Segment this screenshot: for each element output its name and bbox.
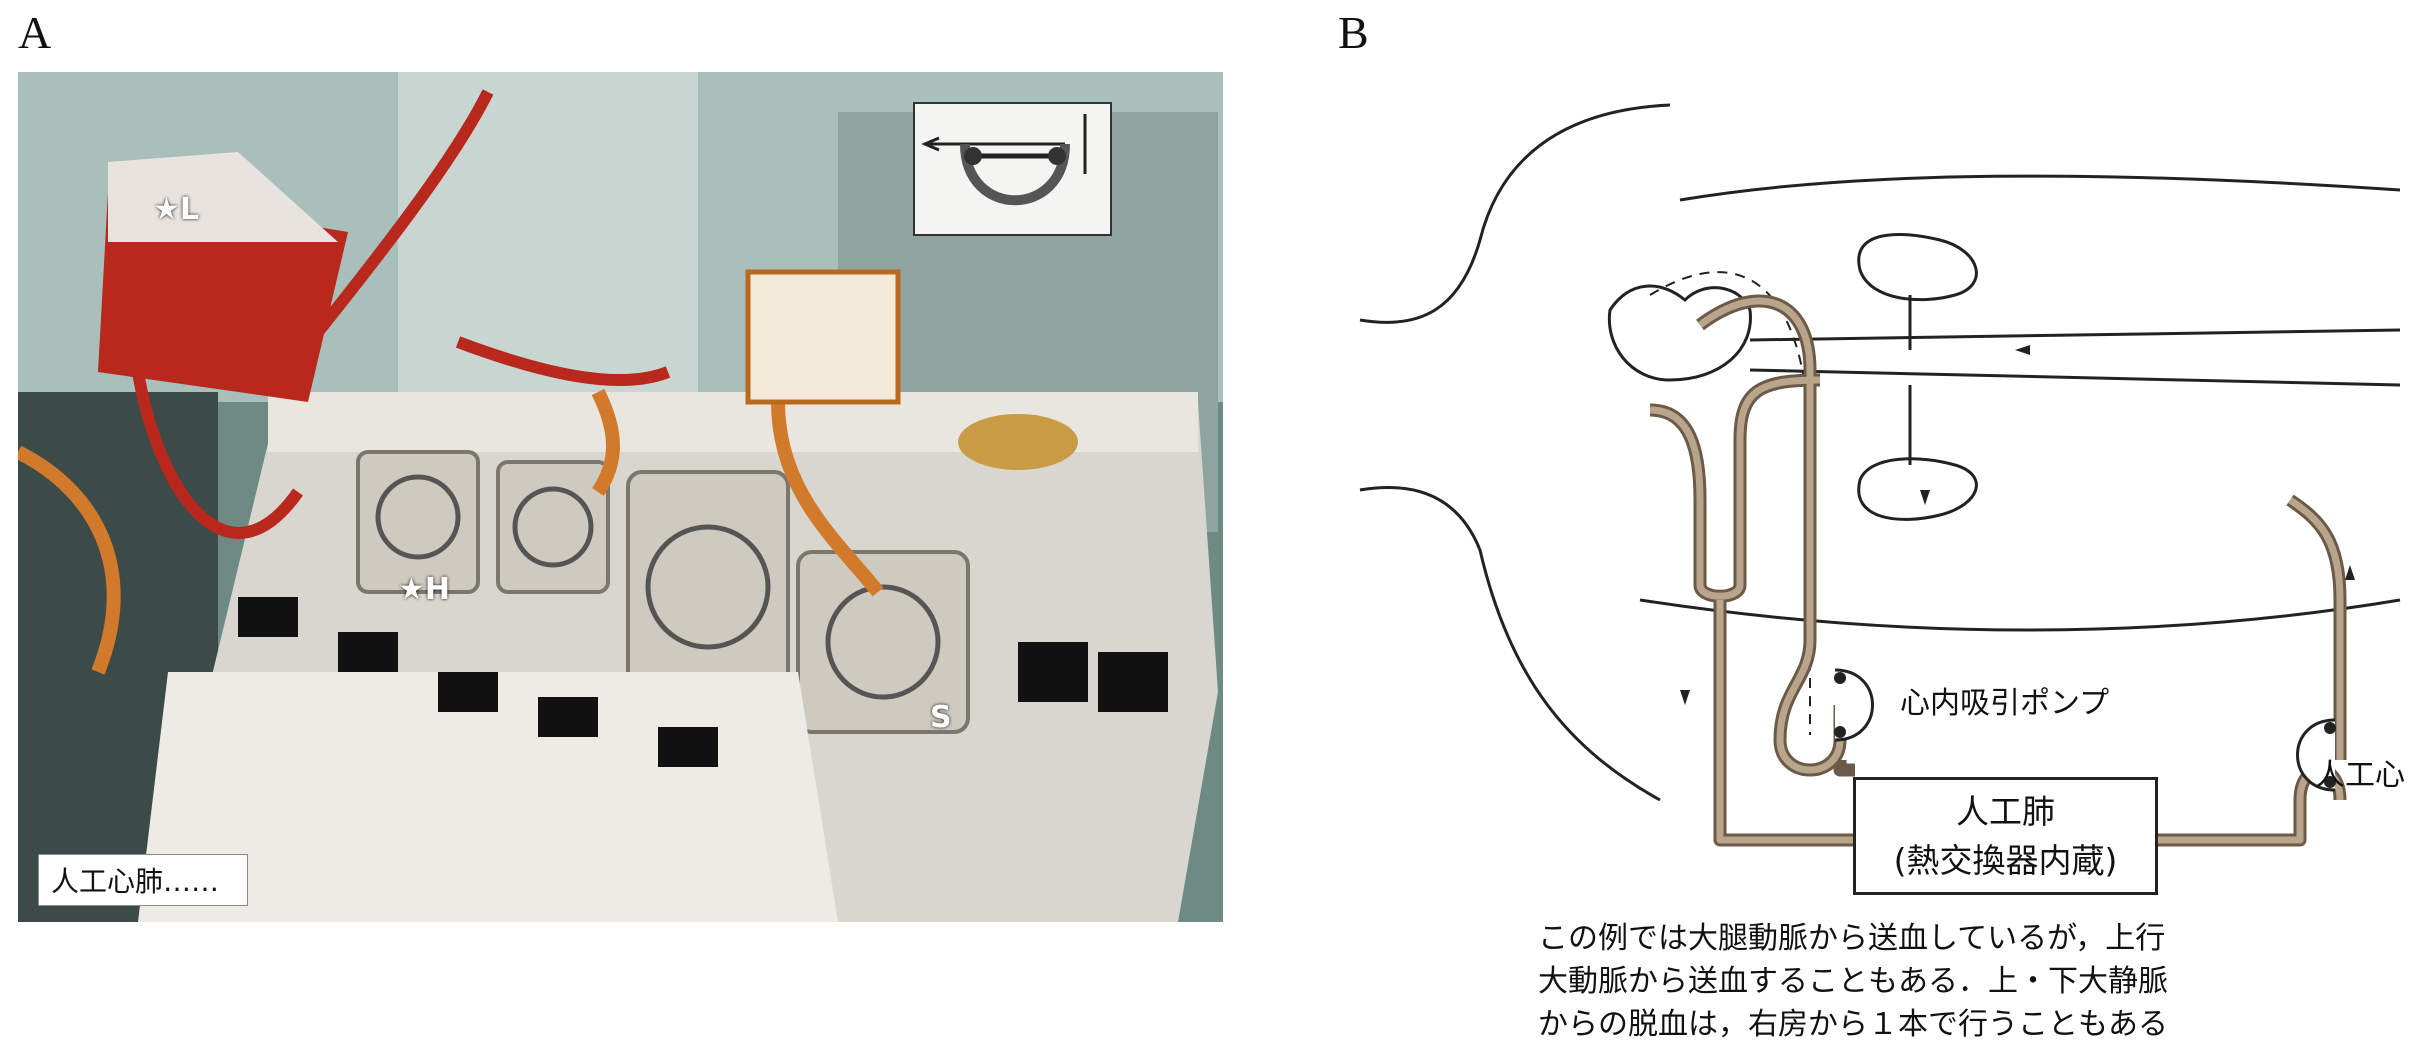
note-line: この例では大腿動脈から送血しているが，上行 [1538, 921, 2166, 956]
marker-heart: ★H [398, 572, 451, 607]
bypass-circuit-diagram: 心内吸引ポンプ 人工心 人工肺 (熱交換器内蔵) [1340, 80, 2421, 920]
roller-pump-icon [921, 114, 1087, 206]
circuit-drawing [1359, 103, 2401, 847]
artificial-lung-box: 人工肺 (熱交換器内蔵) [1853, 777, 2158, 895]
marker-lung: ★L [153, 192, 200, 227]
note-line: 大動脈から送血することもある．上・下大静脈 [1538, 963, 2168, 999]
panel-a-letter: A [18, 7, 52, 58]
marker-suction: S [930, 700, 952, 735]
photo-caption: 人工心肺…… [38, 854, 248, 906]
artificial-lung-label: 人工肺 [1956, 791, 2055, 831]
label-artificial-heart: 人工心 [2315, 758, 2405, 793]
roller-pump-inset [913, 102, 1112, 236]
label-suction-pump: 心内吸引ポンプ [1900, 686, 2110, 721]
heart-lung-machine-photo: ★L ★H S 人工心肺…… [18, 72, 1223, 922]
panel-b-letter: B [1338, 7, 1369, 58]
note-line: からの脱血は，右房から１本で行うこともある [1538, 1006, 2168, 1042]
heat-exchanger-label: (熱交換器内蔵) [1893, 841, 2118, 880]
diagram-note: この例では大腿動脈から送血しているが，上行 大動脈から送血することもある．上・下… [1538, 918, 2238, 1047]
